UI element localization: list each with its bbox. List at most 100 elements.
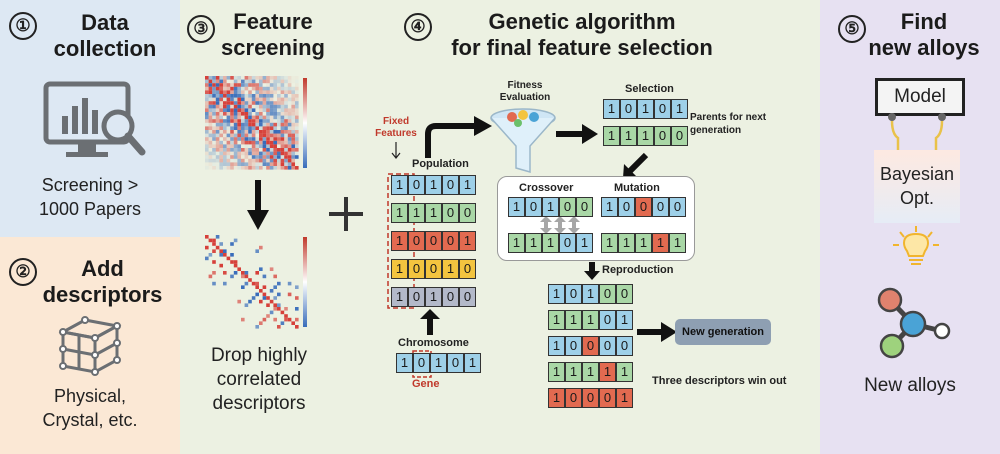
gene-cell: 0 [459,287,476,307]
heatmap-cell [295,119,299,123]
heatmap-cell [230,79,234,84]
heatmap-cell [287,79,292,84]
heatmap-cell [295,112,299,116]
step-3-desc-line2: correlated [216,369,302,390]
heatmap-cell [241,162,245,166]
heatmap-cell [255,281,259,286]
heatmap-cell [205,155,209,159]
step-number-3: ③ [187,15,215,43]
heatmap-cell [208,144,213,148]
heatmap-cell [259,166,263,170]
fixed-features-line2: Features [375,128,417,139]
heatmap-cell [223,281,227,286]
step-1-description: Screening > 1000 Papers [10,173,170,221]
heatmap-cell [252,112,256,116]
heatmap-cell [248,90,252,94]
gene-cell: 0 [442,203,459,223]
heatmap-cell [280,144,285,148]
gene-cell: 1 [542,197,559,217]
heatmap-cell [241,101,245,105]
heatmap-cell [248,94,252,98]
gene-cell: 0 [459,259,476,279]
heatmap-cell [208,140,213,145]
heatmap-cell [269,148,274,152]
heatmap-cell [295,307,299,311]
gene-cell: 1 [618,233,635,253]
heatmap-cell [212,86,216,91]
heatmap-cell [230,130,234,134]
heatmap-cell [266,86,270,91]
heatmap-cell [212,242,216,246]
heatmap-cell [208,112,213,116]
heatmap-cell [295,166,299,170]
heatmap-cell [291,108,295,112]
heatmap-cell [262,94,267,98]
heatmap-cell [226,140,231,145]
heatmap-cell [280,122,285,127]
heatmap-cell [262,133,267,138]
heatmap-cell [291,101,295,105]
heatmap-cell [255,134,259,138]
heatmap-cell [226,126,231,130]
heatmap-cell [262,151,267,156]
heatmap-cell [208,155,213,159]
heatmap-cell [208,90,213,94]
heatmap-cell [215,126,220,130]
heatmap-cell [248,151,252,156]
gene-cell: 1 [565,310,582,330]
heatmap-cell [205,115,209,120]
model-connectors [888,113,946,152]
heatmap-cell [244,104,249,109]
heatmap-cell [284,122,288,127]
heatmap-cell [244,86,249,91]
step-number-1-text: ① [15,16,31,35]
heatmap-cell [251,108,256,112]
step-2-desc-line2: Crystal, etc. [42,410,138,430]
heatmap-cell [280,166,285,170]
heatmap-cell [259,245,263,250]
heatmap-cell [212,162,216,166]
heatmap-cell [219,119,223,123]
heatmap-cell [284,126,288,130]
heatmap-cell [273,101,277,105]
step-3-title-line2: screening [221,35,325,60]
heatmap-cell [255,79,259,84]
heatmap-cell [230,86,234,91]
heatmap-cell [273,317,277,322]
heatmap-cell [219,242,223,246]
reproduction-label: Reproduction [602,264,674,276]
gene-cell: 1 [603,126,620,146]
heatmap-cell [291,162,295,166]
step-3-desc-line1: Drop highly [210,345,308,366]
heatmap-cell [280,158,285,163]
heatmap-cell [219,133,223,138]
heatmap-cell [291,119,295,123]
heatmap-cell [233,79,238,84]
heatmap-cell [291,321,295,325]
heatmap-cell [259,321,263,325]
heatmap-cell [259,76,263,80]
heatmap-cell [233,140,238,145]
heatmap-cell [212,133,216,138]
heatmap-cell [269,104,274,109]
bayesian-line1: Bayesian [879,164,955,184]
heatmap-cell [226,144,231,148]
heatmap-cell [212,76,216,80]
step-2-title-line1: Add [81,256,124,281]
heatmap-cell [226,256,231,261]
heatmap-cell [251,97,256,102]
heatmap-cell [269,140,274,145]
heatmap-cell [255,94,259,98]
heatmap-cell [259,83,263,87]
heatmap-cell [284,133,288,138]
heatmap-cell [208,122,213,127]
arrow-to-reproduction [584,262,600,280]
heatmap-cell [284,119,288,123]
heatmap-cell [212,104,216,109]
heatmap-cell [262,90,267,94]
gene-cell: 1 [391,287,408,307]
gene-cell: 0 [408,287,425,307]
step-1-title-line2: collection [53,36,157,61]
heatmap-cell [237,104,241,109]
